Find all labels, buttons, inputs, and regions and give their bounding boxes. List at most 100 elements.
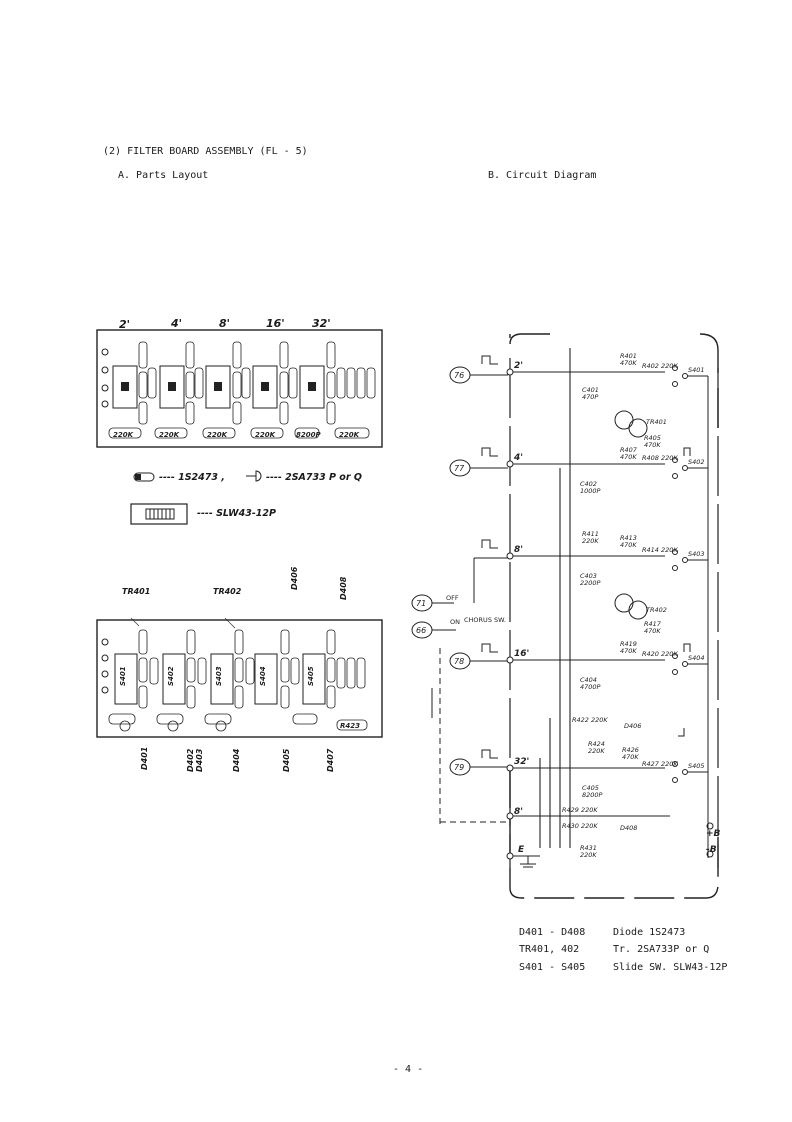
- diode-symbol-icon: [133, 472, 155, 482]
- bottom-board-label: R423: [340, 722, 360, 730]
- bottom-ref: D405: [282, 748, 291, 772]
- component-label: C403: [580, 572, 597, 580]
- chorus-switch-label: CHORUS SW.: [464, 616, 506, 624]
- top-board-label: 8200P: [296, 431, 321, 439]
- switch-on-label: ON: [450, 618, 460, 626]
- component-label: R407: [620, 446, 638, 454]
- switch-ref: S402: [167, 666, 175, 686]
- bottom-ref: D404: [232, 748, 241, 772]
- top-board-label: 220K: [113, 431, 134, 439]
- component-label: C402: [580, 480, 597, 488]
- component-label: 470K: [620, 647, 637, 655]
- input-node-label: 77: [454, 464, 465, 473]
- component-label: R429 220K: [562, 806, 598, 814]
- switch-ref: S401: [119, 666, 127, 686]
- top-board-label: 220K: [159, 431, 180, 439]
- circuit-diagram: 76 77 71 66 78 79: [411, 333, 721, 899]
- footage-label: 32': [312, 317, 331, 330]
- footage-label: 4': [171, 317, 183, 330]
- footage-label: 16': [514, 649, 529, 659]
- minus-b-label: -B: [706, 845, 717, 855]
- footage-label: 32': [514, 757, 529, 767]
- component-label: R414 220K: [642, 546, 678, 554]
- component-label: 1000P: [580, 487, 601, 495]
- component-label: C401: [582, 386, 599, 394]
- footage-label: 16': [266, 317, 285, 330]
- component-label: R422 220K: [572, 716, 608, 724]
- component-label: R408 220K: [642, 454, 678, 462]
- section-title: (2) FILTER BOARD ASSEMBLY (FL - 5): [103, 146, 308, 157]
- transistor-part-label: 2SA733 P or Q: [285, 472, 362, 483]
- switch-off-label: OFF: [446, 594, 459, 602]
- transistor-legend-text: ---- 2SA733 P or Q: [266, 472, 362, 483]
- top-board-label: 220K: [255, 431, 276, 439]
- component-label: R405: [644, 434, 661, 442]
- component-label: D406: [624, 722, 641, 730]
- component-label: C405: [582, 784, 599, 792]
- component-label: C404: [580, 676, 597, 684]
- component-label: R417: [644, 620, 662, 628]
- footage-label: 8': [514, 545, 523, 555]
- bottom-board-layout: S401 S402 S403 S404 S405 R423: [96, 618, 383, 738]
- component-label: 470K: [644, 441, 661, 449]
- input-node-label: 66: [416, 626, 426, 635]
- component-label: 470K: [620, 453, 637, 461]
- component-label: R413: [620, 534, 637, 542]
- input-node-label: 76: [454, 371, 464, 380]
- component-label: 220K: [582, 537, 599, 545]
- component-label: R424: [588, 740, 605, 748]
- top-board-label: 220K: [207, 431, 228, 439]
- component-label: 470K: [620, 359, 637, 367]
- switch-ref: S404: [688, 654, 705, 662]
- component-label: R419: [620, 640, 637, 648]
- component-label: 2200P: [580, 579, 601, 587]
- component-label: 470K: [622, 753, 639, 761]
- ground-label: E: [518, 845, 525, 855]
- component-label: 220K: [580, 851, 597, 859]
- component-label: R401: [620, 352, 637, 360]
- bottom-top-ref: D408: [339, 576, 348, 600]
- switch-legend-text: ---- SLW43-12P: [197, 508, 276, 519]
- top-board-label: 220K: [339, 431, 360, 439]
- component-label: 220K: [588, 747, 605, 755]
- component-label: R411: [582, 530, 599, 538]
- page-number: - 4 -: [393, 1064, 424, 1075]
- component-label: 470K: [620, 541, 637, 549]
- component-label: 470K: [644, 627, 661, 635]
- switch-ref: S403: [688, 550, 705, 558]
- footage-label: 4': [513, 453, 523, 463]
- diode-part-label: 1S2473: [178, 472, 218, 483]
- bottom-top-ref: D406: [290, 566, 299, 590]
- slide-switch-symbol-icon: [130, 503, 188, 525]
- parts-table-desc: Tr. 2SA733P or Q: [613, 944, 710, 955]
- component-label: 4700P: [580, 683, 601, 691]
- component-label: TR402: [646, 606, 667, 614]
- component-label: R430 220K: [562, 822, 598, 830]
- top-board-layout: 220K 220K 220K 220K 8200P 220K: [96, 329, 383, 448]
- input-node-label: 71: [416, 599, 426, 608]
- component-label: 8200P: [582, 791, 603, 799]
- bottom-ref: D403: [195, 748, 204, 772]
- component-label: R420 220K: [642, 650, 678, 658]
- component-label: R427 220K: [642, 760, 678, 768]
- bottom-top-ref: TR402: [213, 587, 242, 596]
- footage-label: 2': [119, 318, 131, 331]
- component-label: R426: [622, 746, 639, 754]
- bottom-ref: D401: [140, 746, 149, 770]
- parts-table-ref: TR401, 402: [519, 944, 580, 955]
- bottom-ref: D407: [326, 748, 335, 772]
- transistor-symbol-icon: [246, 470, 262, 482]
- input-node-label: 78: [454, 657, 464, 666]
- switch-part-label: SLW43-12P: [216, 508, 276, 519]
- parts-table-desc: Diode 1S2473: [613, 927, 686, 938]
- diode-legend-text: ---- 1S2473 ,: [159, 472, 225, 483]
- footage-label: 8': [514, 807, 523, 817]
- parts-table-desc: Slide SW. SLW43-12P: [613, 962, 728, 973]
- switch-ref: S405: [307, 666, 315, 686]
- component-label: D408: [620, 824, 637, 832]
- bottom-ref: D402: [186, 748, 195, 772]
- component-label: TR401: [646, 418, 667, 426]
- component-label: R402 220K: [642, 362, 678, 370]
- bottom-top-ref: TR401: [122, 587, 151, 596]
- component-label: R431: [580, 844, 597, 852]
